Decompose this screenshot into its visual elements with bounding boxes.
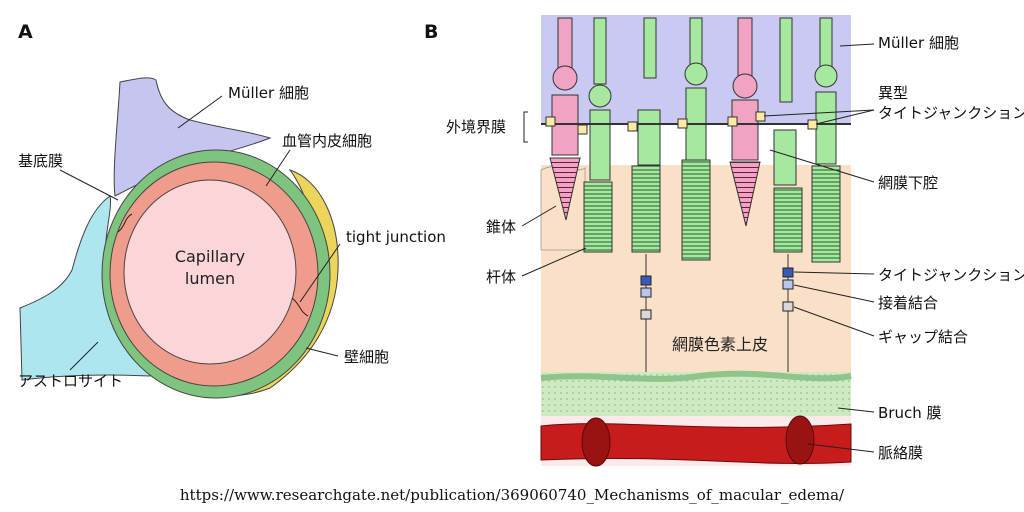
- a-junction-right: [291, 297, 309, 317]
- b-cone-label: 錐体: [486, 218, 516, 236]
- source-url: https://www.researchgate.net/publication…: [180, 486, 845, 504]
- panel-b-letter: B: [424, 21, 438, 43]
- b-atypical-junctions: [545, 111, 818, 135]
- panel-a-letter: A: [18, 21, 33, 43]
- b-rod-1: [583, 17, 613, 253]
- b-choroid-vessel: [540, 423, 852, 465]
- b-bruch-wave: [540, 370, 852, 382]
- a-capillary-lumen: [123, 179, 297, 365]
- b-vessel-end-right: [785, 415, 815, 465]
- b-bruch-label: Bruch 膜: [878, 404, 942, 422]
- b-vessel-end-left: [581, 417, 611, 467]
- b-atypical-leader-2: [815, 109, 875, 125]
- b-adherens-label: 接着結合: [878, 294, 938, 312]
- a-tight-junction-label: tight junction: [346, 228, 446, 246]
- a-basement-label: 基底膜: [18, 152, 63, 170]
- b-adherens-leader: [793, 284, 875, 303]
- b-atypical-leader-1: [763, 109, 875, 117]
- a-junction-left: [117, 213, 133, 233]
- a-muller-label: Müller 細胞: [228, 84, 309, 102]
- b-subretinal-label: 網膜下腔: [878, 174, 938, 192]
- b-cone-leader: [521, 205, 557, 227]
- b-olm-label: 外境界膜: [446, 118, 506, 136]
- a-muller-cell: [113, 77, 272, 197]
- b-subretinal-leader: [769, 149, 875, 183]
- b-olm-bracket: [523, 111, 528, 143]
- b-cone-2: [729, 17, 761, 227]
- a-basement-leader: [59, 169, 119, 201]
- a-astrocyte-leader: [69, 341, 99, 371]
- b-gap-leader: [793, 306, 875, 337]
- b-rod-label: 杆体: [486, 268, 516, 286]
- b-choroid-label: 脈絡膜: [878, 444, 923, 462]
- panel-b: B: [424, 15, 1024, 467]
- b-tj-label: タイトジャンクション: [878, 266, 1024, 284]
- b-tj-leader: [793, 271, 875, 275]
- a-pericyte-label: 壁細胞: [344, 348, 389, 366]
- b-atypical-label-2: タイトジャンクション: [878, 104, 1024, 122]
- a-pericyte-leader: [305, 347, 339, 357]
- b-rod-5: [811, 17, 841, 263]
- a-endothelial-label: 血管内皮細胞: [282, 132, 372, 150]
- a-muller-leader: [177, 95, 223, 129]
- b-rod-leader: [521, 247, 587, 277]
- b-gap-label: ギャップ結合: [878, 328, 968, 346]
- b-rod-2: [631, 17, 661, 253]
- b-muller-label: Müller 細胞: [878, 34, 959, 52]
- a-endothelial-leader: [265, 149, 291, 187]
- panel-a: A Capillary lumen Müller 細胞 血管内皮細胞 基底膜 t…: [18, 21, 446, 399]
- b-rpe-label: 網膜色素上皮: [672, 335, 768, 354]
- b-choroid-leader: [807, 443, 875, 453]
- a-tj-leader: [299, 243, 341, 303]
- b-atypical-label-1: 異型: [878, 84, 908, 102]
- a-lumen-label-1: Capillary: [175, 247, 245, 266]
- b-rpe-cell-border-2: [782, 254, 794, 372]
- b-bruch-leader: [837, 407, 875, 413]
- a-lumen-label-2: lumen: [185, 269, 235, 288]
- b-rod-4: [773, 17, 803, 253]
- a-astrocyte-label: アストロサイト: [18, 372, 123, 390]
- b-rpe-cell-border-1: [640, 254, 652, 372]
- b-muller-leader: [839, 43, 875, 47]
